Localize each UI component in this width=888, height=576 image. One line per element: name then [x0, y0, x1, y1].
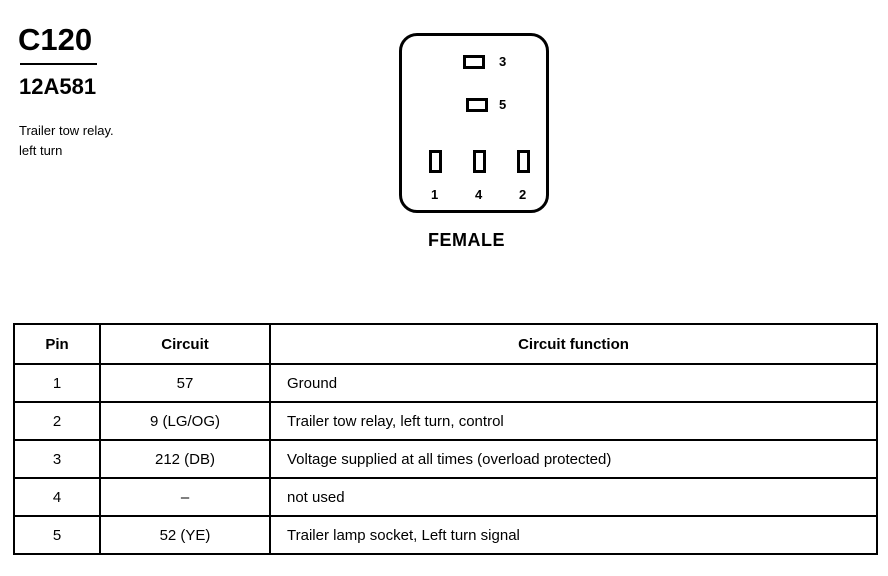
title-underline: [20, 63, 97, 65]
pin-table: Pin Circuit Circuit function 1 57 Ground…: [13, 323, 878, 555]
table-row: 5 52 (YE) Trailer lamp socket, Left turn…: [13, 515, 878, 555]
cell-function: Trailer tow relay, left turn, control: [269, 401, 878, 441]
connector-face-diagram: 3 5 1 4 2: [399, 33, 549, 213]
table-row: 3 212 (DB) Voltage supplied at all times…: [13, 439, 878, 479]
table-row: 2 9 (LG/OG) Trailer tow relay, left turn…: [13, 401, 878, 441]
connector-description: Trailer tow relay. left turn: [19, 123, 114, 158]
pin-label-2: 2: [519, 187, 527, 202]
pin-label-3: 3: [499, 54, 507, 69]
pin-slot-3: [463, 55, 485, 69]
connector-id: C120: [18, 22, 93, 57]
table-row: 4 – not used: [13, 477, 878, 517]
cell-circuit: 9 (LG/OG): [99, 401, 271, 441]
cell-pin: 2: [13, 401, 101, 441]
cell-circuit: 57: [99, 363, 271, 403]
pin-slot-5: [466, 98, 488, 112]
pin-label-1: 1: [431, 187, 439, 202]
table-header-row: Pin Circuit Circuit function: [13, 323, 878, 365]
cell-circuit: 212 (DB): [99, 439, 271, 479]
cell-function: not used: [269, 477, 878, 517]
pin-slot-4: [473, 150, 486, 173]
header-circuit-function: Circuit function: [269, 323, 878, 365]
table-row: 1 57 Ground: [13, 363, 878, 403]
pin-slot-1: [429, 150, 442, 173]
header-pin: Pin: [13, 323, 101, 365]
cell-function: Ground: [269, 363, 878, 403]
cell-circuit: 52 (YE): [99, 515, 271, 555]
pin-slot-2: [517, 150, 530, 173]
header-circuit: Circuit: [99, 323, 271, 365]
cell-pin: 4: [13, 477, 101, 517]
connector-gender-label: FEMALE: [428, 230, 505, 250]
part-number: 12A581: [19, 74, 97, 99]
pin-label-5: 5: [499, 97, 507, 112]
cell-pin: 1: [13, 363, 101, 403]
cell-pin: 3: [13, 439, 101, 479]
cell-pin: 5: [13, 515, 101, 555]
cell-function: Trailer lamp socket, Left turn signal: [269, 515, 878, 555]
cell-circuit: –: [99, 477, 271, 517]
pin-label-4: 4: [475, 187, 483, 202]
cell-function: Voltage supplied at all times (overload …: [269, 439, 878, 479]
